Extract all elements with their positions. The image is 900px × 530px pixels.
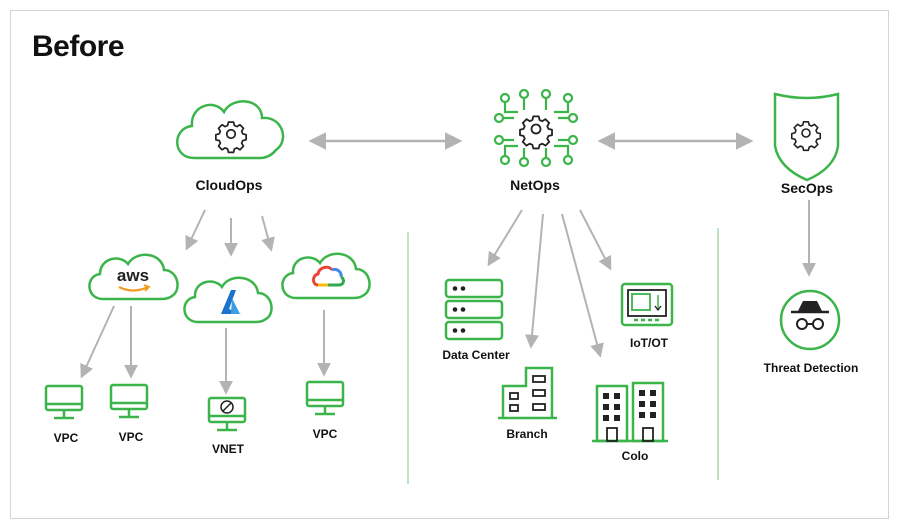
branch-label: Branch [506, 427, 548, 441]
threat-detection-spy-icon [779, 289, 841, 351]
vpc3-label: VPC [312, 427, 338, 441]
netops-circuit-icon [493, 88, 579, 168]
secops-label: SecOps [780, 180, 834, 196]
vpc1-label: VPC [53, 431, 79, 445]
aws-cloud-icon: aws [88, 253, 179, 301]
threat-detection-label: Threat Detection [763, 361, 859, 375]
colo-label: Colo [621, 449, 649, 463]
data-center-label: Data Center [442, 348, 510, 362]
arrow-netops-iot [579, 209, 612, 271]
arrow-netops-datacenter [487, 209, 523, 267]
netops-label: NetOps [510, 177, 560, 193]
vpc2-monitor-icon [109, 383, 149, 419]
aws-logo-text: aws [117, 266, 149, 285]
vnet-monitor-icon [207, 396, 247, 432]
arrow-cloudops-aws [185, 209, 206, 251]
arrow-cloudops-gcp [261, 215, 275, 252]
page-title: Before [32, 30, 125, 63]
cloudops-label: CloudOps [195, 177, 263, 193]
iot-device-icon [620, 282, 674, 327]
colo-buildings-icon [592, 381, 668, 443]
vpc2-label: VPC [118, 430, 144, 444]
vpc3-monitor-icon [305, 380, 345, 416]
branch-building-icon [498, 366, 557, 420]
vpc1-monitor-icon [44, 384, 84, 420]
data-center-server-icon [444, 278, 504, 341]
cloudops-cloud-icon [176, 100, 285, 160]
arrow-aws-vpc1 [80, 305, 115, 379]
arrow-netops-branch [525, 213, 544, 349]
arrow-netops-colo [561, 213, 604, 358]
vnet-label: VNET [211, 442, 245, 456]
azure-cloud-icon [183, 276, 273, 324]
iot-label: IoT/OT [630, 336, 668, 350]
secops-shield-icon [773, 92, 840, 182]
gcp-cloud-icon [281, 252, 371, 300]
